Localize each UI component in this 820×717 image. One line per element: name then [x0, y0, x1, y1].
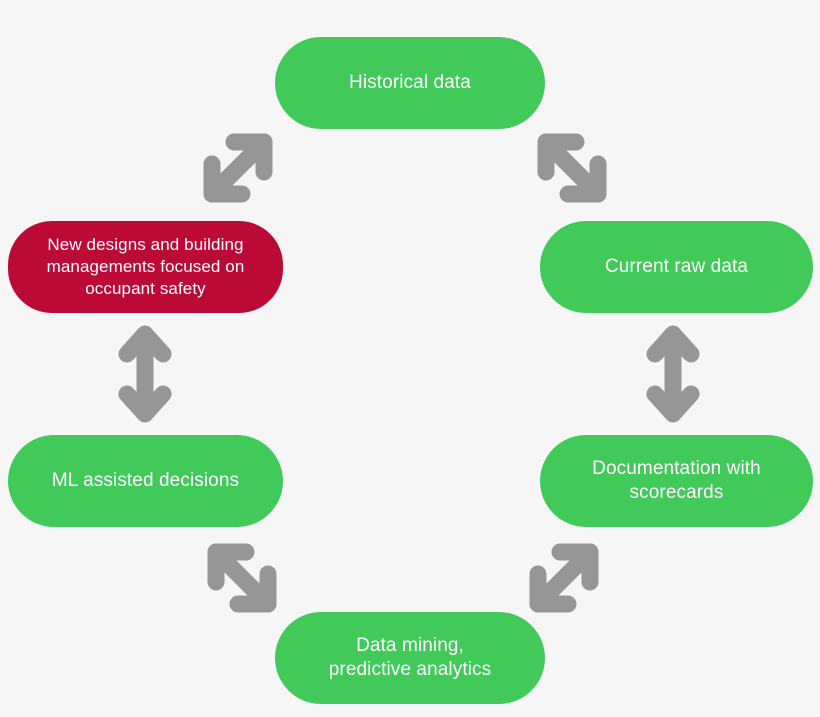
- node-current-raw-data[interactable]: Current raw data: [540, 221, 813, 313]
- node-documentation-scorecards-label: Documentation with scorecards: [592, 457, 761, 503]
- node-ml-assisted-decisions[interactable]: ML assisted decisions: [8, 435, 283, 527]
- node-data-mining-label: Data mining, predictive analytics: [328, 634, 492, 680]
- double-arrow-diagonal-ne-icon: [192, 122, 284, 214]
- double-arrow-diagonal-se-icon: [196, 532, 288, 624]
- node-historical-data[interactable]: Historical data: [275, 37, 545, 129]
- double-arrow-diagonal-ne-icon: [518, 532, 610, 624]
- node-historical-data-label: Historical data: [349, 71, 471, 93]
- node-ml-assisted-decisions-label: ML assisted decisions: [51, 469, 240, 491]
- node-data-mining[interactable]: Data mining, predictive analytics: [275, 612, 545, 704]
- double-arrow-diagonal-se-icon: [526, 122, 618, 214]
- double-arrow-vertical-icon: [117, 322, 173, 426]
- node-new-designs-label: New designs and building managements foc…: [46, 235, 245, 298]
- double-arrow-vertical-icon: [645, 322, 701, 426]
- node-current-raw-data-label: Current raw data: [604, 255, 749, 277]
- node-new-designs[interactable]: New designs and building managements foc…: [8, 221, 283, 313]
- node-documentation-scorecards[interactable]: Documentation with scorecards: [540, 435, 813, 527]
